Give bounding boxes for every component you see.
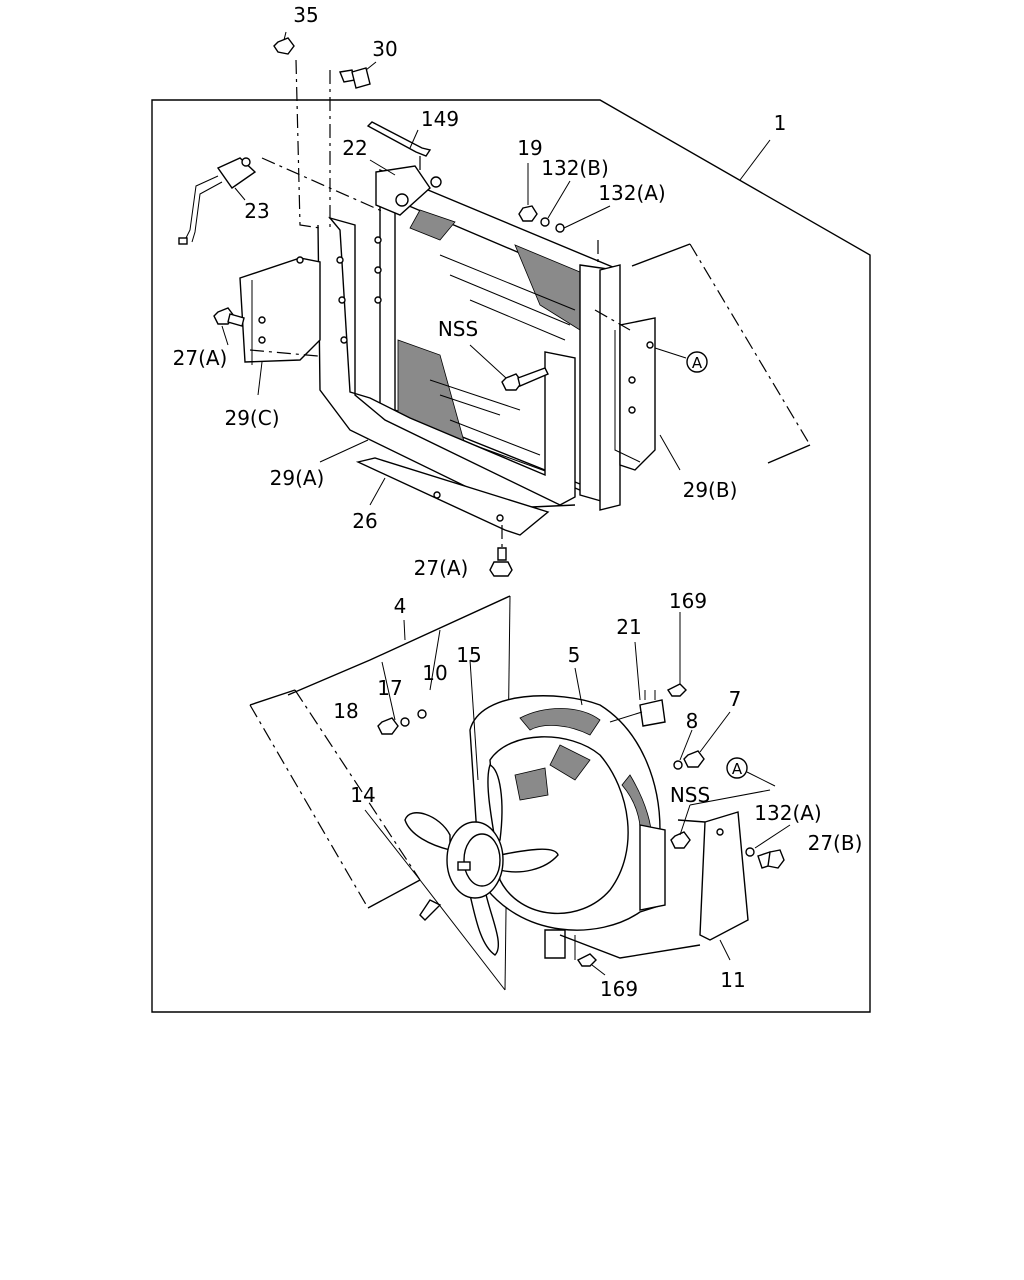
label-1: 1 — [774, 111, 787, 135]
label-27b: 27(B) — [808, 831, 863, 855]
washer-8 — [673, 760, 683, 770]
plate-26 — [355, 457, 550, 536]
label-27a-left: 27(A) — [173, 346, 228, 370]
callout-a-lower-text: A — [732, 760, 743, 778]
fan-14 — [404, 764, 559, 956]
label-169-bottom: 169 — [600, 977, 638, 1001]
label-132a-top: 132(A) — [598, 181, 665, 205]
label-29c: 29(C) — [224, 406, 279, 430]
label-23: 23 — [244, 199, 269, 223]
washer-132a-top — [555, 223, 565, 233]
label-132a-bottom: 132(A) — [754, 801, 821, 825]
washer-10 — [417, 709, 427, 719]
nut-nss-bottom — [670, 831, 691, 849]
bolt-27a-left — [213, 307, 245, 327]
callout-a-upper-text: A — [692, 354, 703, 372]
washer-132a-bottom — [745, 847, 755, 857]
resistor-21 — [609, 690, 666, 727]
nut-7 — [683, 750, 705, 768]
label-21: 21 — [616, 615, 641, 639]
label-35: 35 — [293, 3, 318, 27]
label-14: 14 — [350, 783, 375, 807]
pressure-switch-23 — [178, 157, 257, 245]
label-15: 15 — [456, 643, 481, 667]
label-5: 5 — [568, 643, 581, 667]
bolt-27b — [757, 849, 785, 869]
label-27a-bottom: 27(A) — [414, 556, 469, 580]
bracket-29c — [239, 256, 321, 365]
bolt-169-bottom — [574, 935, 597, 967]
nut-18 — [377, 717, 399, 735]
label-8: 8 — [686, 709, 699, 733]
label-19: 19 — [517, 136, 542, 160]
label-nss-top: NSS — [438, 317, 478, 341]
label-7: 7 — [729, 687, 742, 711]
washer-17 — [400, 717, 410, 727]
nut-35 — [273, 37, 295, 55]
label-26: 26 — [352, 509, 377, 533]
nut-19 — [518, 205, 538, 222]
assembly-frame — [151, 99, 871, 1013]
label-29b: 29(B) — [683, 478, 738, 502]
label-132b: 132(B) — [541, 156, 609, 180]
washer-132b — [540, 217, 550, 227]
bolt-nss-top — [501, 367, 549, 391]
label-nss-bottom: NSS — [670, 783, 710, 807]
label-169-top: 169 — [669, 589, 707, 613]
clip-149 — [366, 121, 432, 157]
label-17: 17 — [377, 676, 402, 700]
bolt-169-top — [666, 683, 687, 697]
label-29a: 29(A) — [270, 466, 325, 490]
bracket-29b — [614, 317, 656, 471]
bolt-30 — [339, 67, 371, 89]
label-10: 10 — [422, 661, 447, 685]
label-22: 22 — [342, 136, 367, 160]
bolt-27a-bottom — [489, 547, 513, 577]
label-11: 11 — [720, 968, 745, 992]
label-18: 18 — [333, 699, 358, 723]
label-149: 149 — [421, 107, 459, 131]
bracket-11 — [559, 811, 749, 959]
callout-a-lower — [726, 757, 748, 779]
label-30: 30 — [372, 37, 397, 61]
callout-a-upper — [686, 351, 708, 373]
label-4: 4 — [394, 594, 407, 618]
